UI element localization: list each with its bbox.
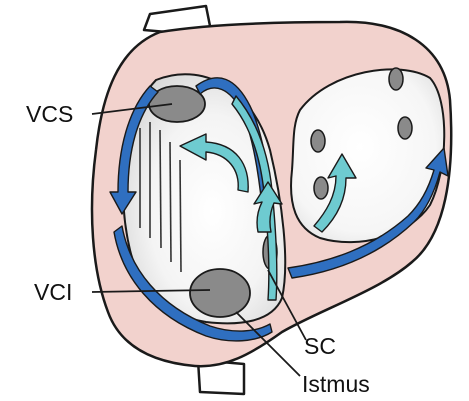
label-vcs: VCS [26,101,73,127]
pulmonary-vein-ostium [311,130,325,152]
left-atrium-chamber [291,69,444,242]
vci-ostium [190,269,250,317]
pulmonary-vein-ostium [398,117,412,139]
label-istmus: Istmus [302,371,370,397]
label-vci: VCI [34,279,72,305]
pulmonary-vein-ostium [314,177,328,199]
label-sc: SC [304,333,336,359]
pulmonary-vein-ostium [389,68,403,90]
